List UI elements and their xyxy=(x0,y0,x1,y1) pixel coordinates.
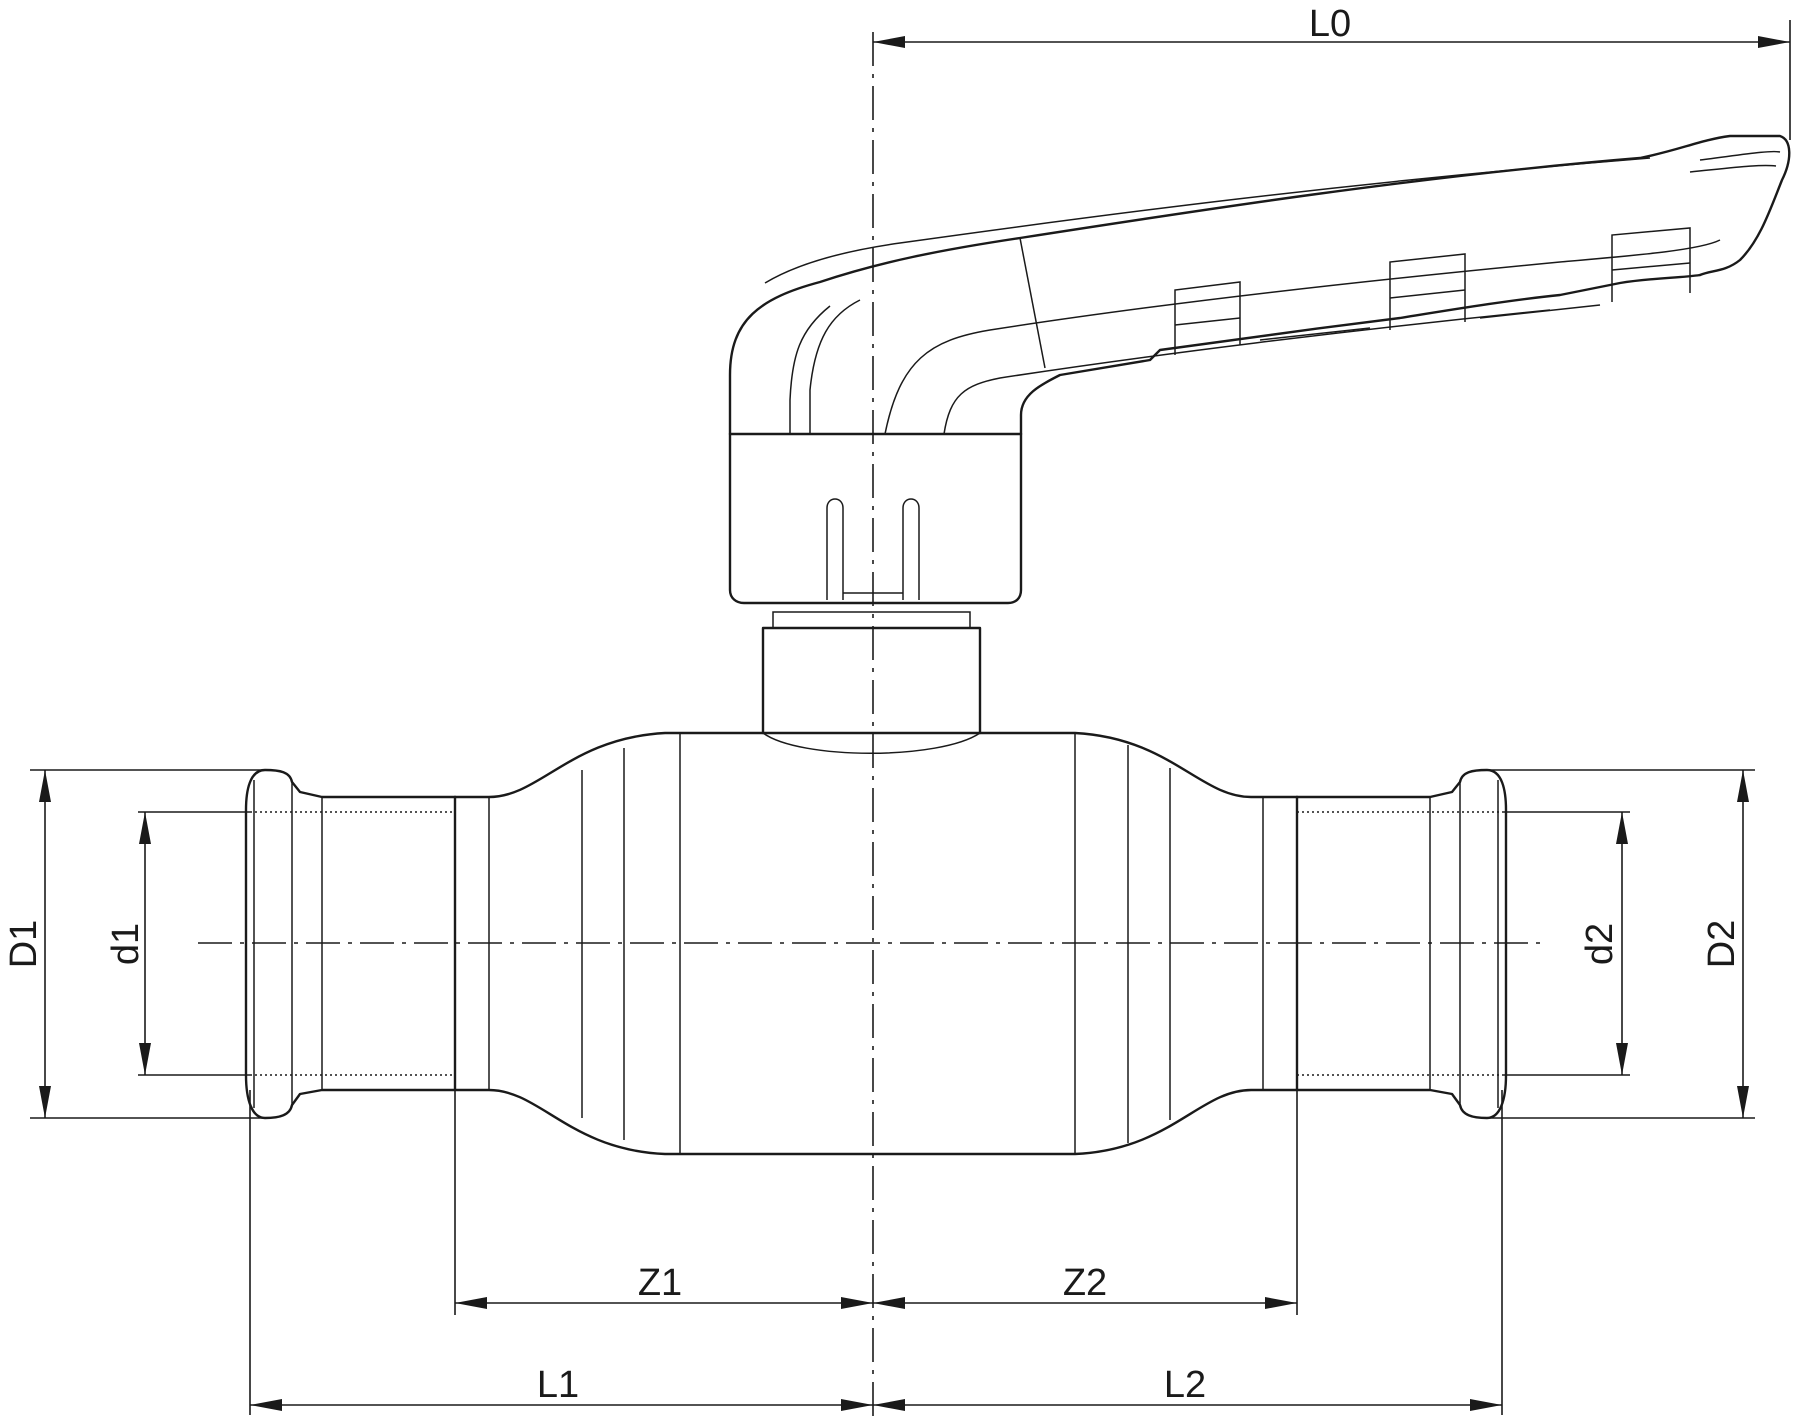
dimension-d1-inner xyxy=(138,811,250,1076)
label-d2-outer: D2 xyxy=(1701,920,1743,969)
dimension-d2 xyxy=(1485,769,1755,1119)
dimension-d1 xyxy=(30,769,268,1119)
label-d1-outer: D1 xyxy=(3,920,45,969)
handle-hub xyxy=(728,432,1023,605)
valve-stem xyxy=(761,611,982,754)
dimension-l0 xyxy=(873,20,1791,140)
dimension-d2-inner xyxy=(1502,811,1630,1076)
dimension-l xyxy=(249,1090,1503,1415)
label-l2: L2 xyxy=(1164,1364,1206,1406)
left-press-fitting xyxy=(244,768,457,1120)
label-d1-inner: d1 xyxy=(105,923,147,965)
right-press-fitting xyxy=(1295,768,1508,1120)
label-l0: L0 xyxy=(1309,3,1351,45)
dimension-z xyxy=(454,1090,1298,1315)
lever-handle xyxy=(728,134,1791,436)
label-z2: Z2 xyxy=(1063,1262,1107,1304)
label-z1: Z1 xyxy=(638,1262,682,1304)
valve-body xyxy=(453,731,1299,1156)
label-l1: L1 xyxy=(537,1364,579,1406)
label-d2-inner: d2 xyxy=(1579,923,1621,965)
